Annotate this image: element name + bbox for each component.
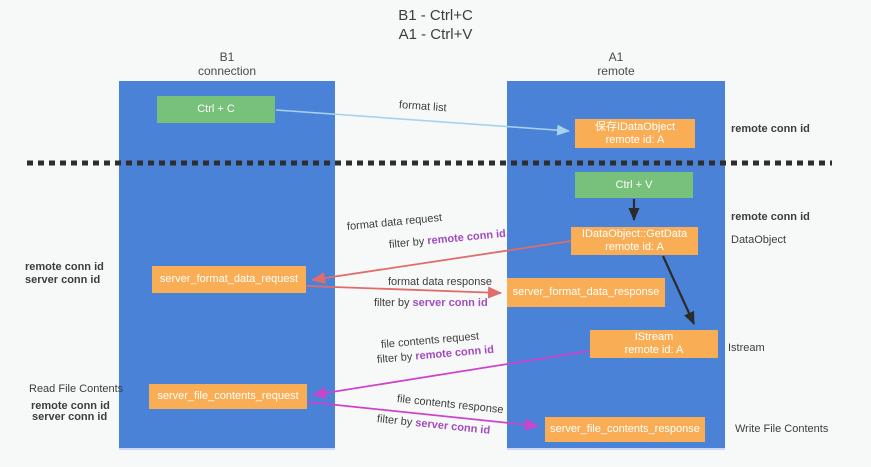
save-idataobject-line1: 保存IDataObject <box>594 120 676 133</box>
server-file-contents-response-box: server_file_contents_response <box>545 417 705 442</box>
diagram-title: B1 - Ctrl+C A1 - Ctrl+V <box>0 6 871 44</box>
lifeline-header-a1: A1 remote <box>507 50 725 78</box>
istream-side-label: Istream <box>728 342 765 354</box>
diagram-title-line2: A1 - Ctrl+V <box>398 26 473 43</box>
lifeline-a1-name: A1 <box>608 50 624 64</box>
idataobject-getdata-line1: IDataObject::GetData <box>581 228 688 240</box>
filter-by-text: filter by <box>376 413 416 429</box>
istream-box-line2: remote id: A <box>624 344 684 356</box>
server-format-data-request-box: server_format_data_request <box>152 266 306 293</box>
save-idataobject-line2: remote id: A <box>605 133 665 146</box>
server-file-contents-response-label: server_file_contents_response <box>550 423 700 435</box>
format-data-request-label: format data request <box>346 211 443 233</box>
istream-box-line1: IStream <box>634 331 674 343</box>
remote-conn-id-text: remote conn id <box>426 227 507 248</box>
format-list-label: format list <box>398 99 447 115</box>
server-conn-id-text: server conn id <box>412 297 488 309</box>
filter-by-text: filter by <box>374 297 413 309</box>
istream-box: IStream remote id: A <box>590 330 718 358</box>
idataobject-getdata-line2: remote id: A <box>605 241 664 253</box>
server-format-data-response-label: server_format_data_response <box>512 286 660 298</box>
filter-by-server-conn-id-label-1: filter by server conn id <box>374 297 488 309</box>
left-remote-conn-id-label: remote conn id <box>25 261 104 273</box>
file-contents-response-label: file contents response <box>396 393 505 417</box>
right-remote-conn-id-label-top: remote conn id <box>731 123 810 135</box>
ctrl-c-label: Ctrl + C <box>197 103 235 115</box>
read-file-contents-label: Read File Contents <box>29 383 124 395</box>
server-format-data-response-box: server_format_data_response <box>507 278 665 307</box>
left-remote-conn-id-label-2: remote conn id <box>31 400 110 412</box>
lifeline-header-b1: B1 connection <box>119 50 335 78</box>
right-remote-conn-id-label-mid: remote conn id <box>731 211 810 223</box>
save-idataobject-box: 保存IDataObject remote id: A <box>575 119 695 148</box>
filter-by-server-conn-id-label-2: filter by server conn id <box>376 413 490 437</box>
filter-by-text: filter by <box>388 235 428 251</box>
ctrl-v-box: Ctrl + V <box>575 172 693 198</box>
lifeline-a1-role: remote <box>597 64 635 78</box>
format-data-response-label: format data response <box>388 276 492 288</box>
server-file-contents-request-box: server_file_contents_request <box>149 384 307 409</box>
lifeline-b1-role: connection <box>197 64 257 78</box>
left-server-conn-id-label: server conn id <box>25 274 101 286</box>
lifeline-b1-name: B1 <box>219 50 235 64</box>
diagram-title-line1: B1 - Ctrl+C <box>398 7 473 24</box>
filter-by-text: filter by <box>376 350 416 366</box>
idataobject-getdata-box: IDataObject::GetData remote id: A <box>571 227 698 255</box>
server-file-contents-request-label: server_file_contents_request <box>157 390 299 402</box>
ctrl-v-label: Ctrl + V <box>615 178 653 191</box>
dataobject-label: DataObject <box>731 234 787 246</box>
server-format-data-request-label: server_format_data_request <box>159 273 299 285</box>
server-conn-id-text: server conn id <box>414 417 491 437</box>
ctrl-c-box: Ctrl + C <box>157 96 275 123</box>
write-file-contents-label: Write File Contents <box>735 423 829 435</box>
left-server-conn-id-label-2: server conn id <box>32 411 108 423</box>
filter-by-remote-conn-id-label-1: filter by remote conn id <box>388 228 506 251</box>
